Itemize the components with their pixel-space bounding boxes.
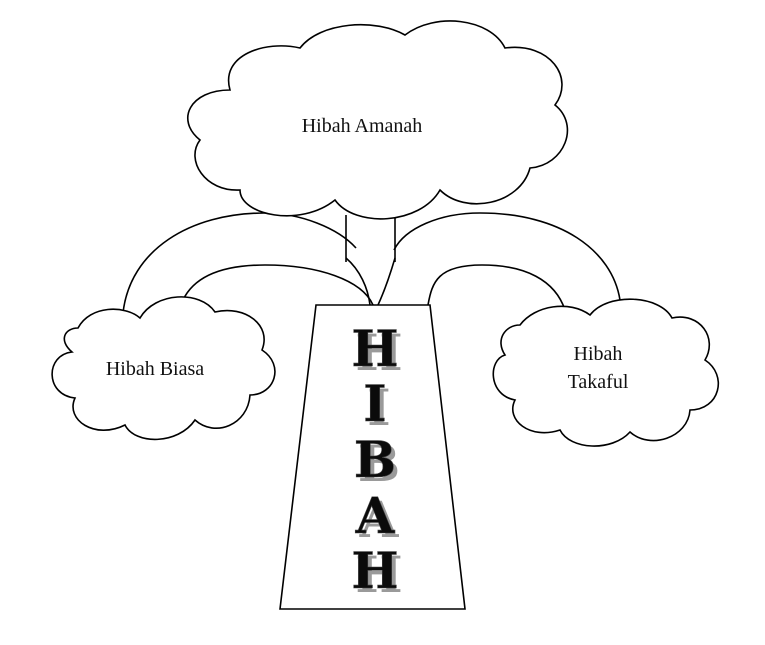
- trunk-letter-shadow-2: I: [367, 378, 390, 437]
- cloud-left-label: Hibah Biasa: [106, 358, 204, 380]
- cloud-right: [492, 298, 720, 447]
- trunk-letter-3: B: [354, 430, 396, 489]
- trunk-letter-shadow-3: B: [358, 434, 400, 493]
- trunk-letter-2: I: [363, 374, 386, 433]
- branch-right-inner: [427, 264, 566, 311]
- branch-right-outer: [393, 212, 621, 301]
- trunk-letter-4: A: [355, 486, 396, 545]
- cloud-left: [51, 296, 276, 441]
- trunk-word: H H I I B B A A H H: [351, 319, 403, 604]
- tree-branches: [122, 212, 621, 314]
- cloud-top-label: Hibah Amanah: [302, 115, 423, 137]
- tree-trunk: [279, 304, 466, 610]
- branch-center-right: [377, 257, 396, 306]
- branch-left-inner: [182, 264, 374, 306]
- branch-left-outer: [122, 212, 357, 314]
- cloud-right-label-line2: Takaful: [568, 371, 629, 393]
- trunk-letter-shadow-5: H: [355, 545, 402, 604]
- trunk-letter-5: H: [351, 541, 398, 600]
- cloud-right-label-line1: Hibah: [574, 343, 623, 365]
- trunk-letter-shadow-4: A: [359, 490, 400, 549]
- trunk-letter-shadow-1: H: [355, 323, 402, 382]
- cloud-top: [187, 20, 569, 220]
- trunk-letter-1: H: [351, 319, 398, 378]
- branch-center-left: [345, 257, 371, 306]
